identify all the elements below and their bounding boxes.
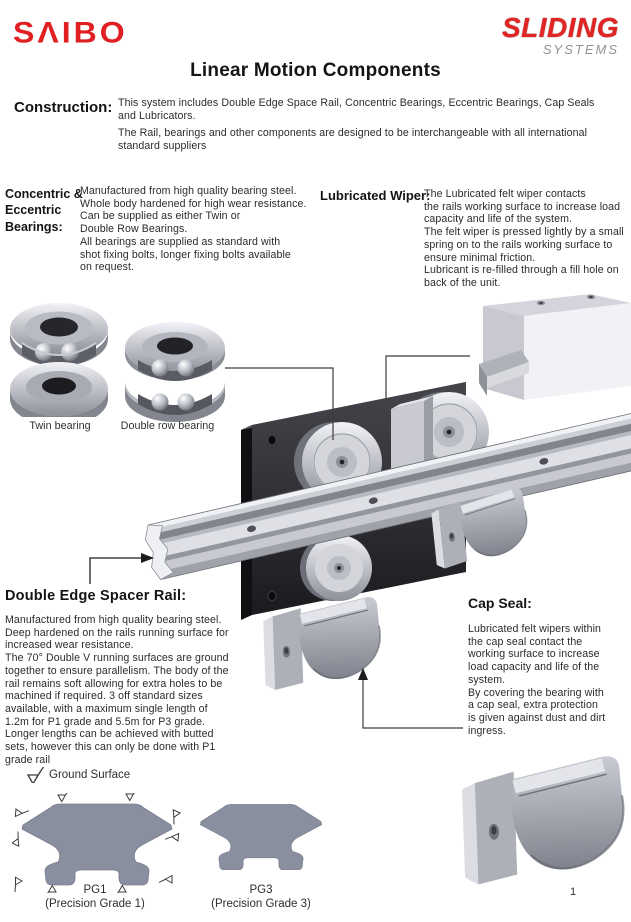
twin-bearing-illustration (10, 303, 108, 417)
construction-paragraph-1: This system includes Double Edge Space R… (118, 97, 595, 122)
systems-logo-text: SYSTEMS (542, 42, 619, 57)
leader-line-spacer-rail (89, 553, 154, 584)
pg3-name: (Precision Grade 3) (211, 898, 311, 910)
sliding-systems-logo: SLIDING SYSTEMS (501, 12, 619, 57)
lubricator-block-illustration (391, 396, 433, 480)
bearings-section-label: Concentric & Eccentric Bearings: (5, 187, 83, 234)
construction-paragraph-2: The Rail, bearings and other components … (118, 127, 588, 153)
rail-profile-pg1 (12, 793, 182, 893)
carriage-assembly-illustration (89, 294, 631, 729)
leader-line-cap-seal (358, 668, 463, 729)
bottom-bearing-illustration (300, 535, 372, 601)
double-row-bearing-caption: Double row bearing (120, 420, 215, 432)
bearings-section-body: Manufactured from high quality bearing s… (80, 185, 307, 274)
ground-surface-icon (27, 767, 44, 783)
saibo-logo: SΛIBO (13, 16, 128, 50)
ground-surface-legend: Ground Surface (26, 767, 130, 783)
pg3-code: PG3 (249, 884, 273, 896)
rail-profile-pg3 (200, 804, 322, 870)
cap-seal-large-illustration (459, 754, 627, 887)
ground-surface-label: Ground Surface (49, 769, 131, 781)
leader-line-double-row-bearing (225, 367, 334, 440)
lubricated-wiper-label: Lubricated Wiper: (320, 188, 431, 203)
lubricated-wiper-illustration (479, 294, 631, 400)
cap-seal-heading: Cap Seal: (468, 595, 532, 611)
double-row-bearing-illustration (125, 322, 225, 422)
twin-bearing-caption: Twin bearing (29, 420, 91, 432)
sliding-logo-text: SLIDING (501, 12, 619, 43)
cap-seal-body: Lubricated felt wipers within the cap se… (468, 623, 606, 737)
lubricated-wiper-body: The Lubricated felt wiper contacts the r… (424, 188, 624, 289)
pg1-name: (Precision Grade 1) (45, 898, 145, 910)
construction-label: Construction: (14, 99, 113, 116)
pg1-code: PG1 (83, 884, 107, 896)
spacer-rail-heading: Double Edge Spacer Rail: (5, 588, 187, 604)
spacer-rail-illustration (144, 412, 631, 581)
page-number: 1 (570, 886, 577, 898)
spacer-rail-body: Manufactured from high quality bearing s… (5, 614, 229, 766)
leader-line-lubricated-wiper (385, 355, 470, 404)
page-title: Linear Motion Components (190, 60, 441, 81)
construction-body: This system includes Double Edge Space R… (118, 97, 623, 153)
